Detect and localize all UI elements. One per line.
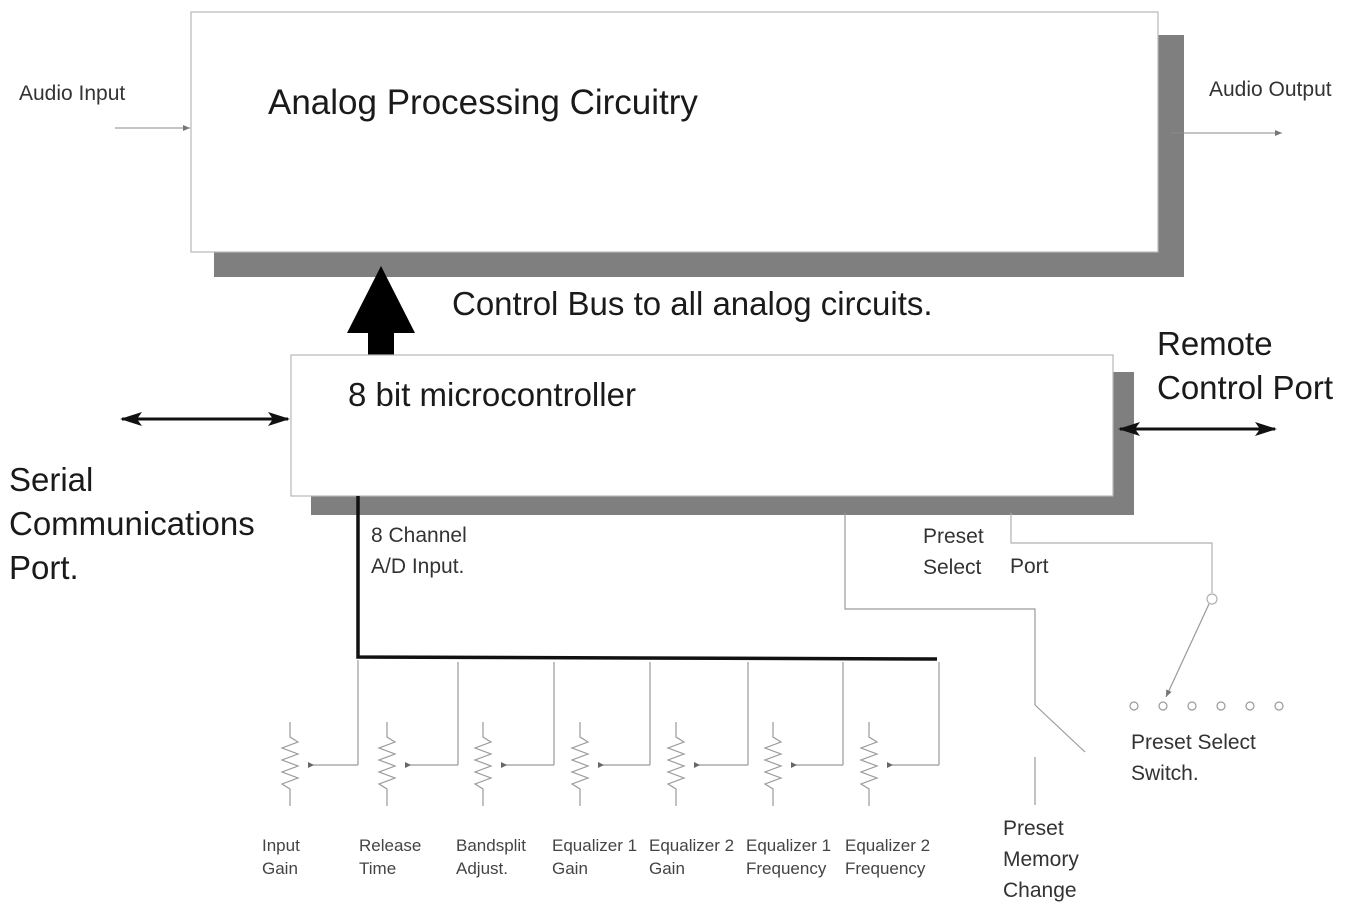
preset-contact-3 <box>1187 701 1197 711</box>
preset-memory-line-3: Change <box>1003 879 1077 902</box>
control-label-line: Frequency <box>845 859 926 878</box>
potentiometer-group <box>280 660 940 806</box>
analog-block <box>190 11 1159 253</box>
preset-memory-line-1: Preset <box>1003 817 1064 840</box>
preset-select-line-1: Preset <box>923 525 984 548</box>
preset-contact-2 <box>1158 701 1168 711</box>
control-bus-arrow <box>347 266 415 355</box>
preset-contact-1 <box>1129 701 1139 711</box>
serial-port-line-1: Serial <box>9 461 94 498</box>
remote-port-line-1: Remote <box>1157 325 1273 362</box>
control-label-line: Gain <box>552 859 588 878</box>
serial-port-line-3: Port. <box>9 549 79 586</box>
control-bus-label: Control Bus to all analog circuits. <box>452 285 933 322</box>
preset-contact-5 <box>1245 701 1255 711</box>
ad-input-bus <box>356 496 938 661</box>
pot-wiper-arrow <box>598 762 604 768</box>
preset-switch-pivot <box>1206 593 1218 605</box>
control-label-line: Frequency <box>746 859 827 878</box>
control-label-4: Equalizer 1 Gain <box>552 834 637 880</box>
preset-memory-switch <box>1034 704 1086 753</box>
potentiometer-1 <box>280 660 359 806</box>
control-label-line: Gain <box>262 859 298 878</box>
micro-block-title: 8 bit microcontroller <box>348 376 636 413</box>
resistor-zigzag <box>377 722 397 806</box>
control-label-line: Bandsplit <box>456 836 526 855</box>
preset-memory-wire <box>844 513 1036 705</box>
pot-wiper-arrow <box>405 762 411 768</box>
pot-wiper-arrow <box>791 762 797 768</box>
preset-select-line-2: Select <box>923 556 982 579</box>
ad-input-line-2: A/D Input. <box>371 555 465 578</box>
analog-block-title: Analog Processing Circuitry <box>268 83 698 122</box>
ad-input-label: 8 Channel A/D Input. <box>371 520 467 582</box>
audio-output-label: Audio Output <box>1209 78 1332 101</box>
pot-wiper-arrow <box>308 762 314 768</box>
control-label-line: Release <box>359 836 422 855</box>
resistor-zigzag <box>666 722 686 806</box>
audio-input-label: Audio Input <box>19 82 126 105</box>
control-label-line: Equalizer 2 <box>649 836 735 855</box>
preset-switch-wiper <box>1165 603 1210 698</box>
potentiometer-3 <box>473 662 555 806</box>
control-label-5: Equalizer 2 Gain <box>649 834 734 880</box>
preset-contact-4 <box>1216 701 1226 711</box>
control-label-6: Equalizer 1 Frequency <box>746 834 831 880</box>
control-label-line: Gain <box>649 859 685 878</box>
preset-memory-line-2: Memory <box>1003 848 1079 871</box>
potentiometer-6 <box>763 662 844 806</box>
control-label-7: Equalizer 2 Frequency <box>845 834 930 880</box>
pot-wiper-arrow <box>694 762 700 768</box>
serial-port-line-2: Communications <box>9 505 255 542</box>
preset-select-label: Preset Select <box>923 521 984 583</box>
control-label-line: Time <box>359 859 397 878</box>
control-label-line: Input <box>262 836 300 855</box>
preset-switch-line-2: Switch. <box>1131 762 1199 785</box>
micro-block <box>290 354 1114 497</box>
remote-port-line-2: Control Port <box>1157 369 1334 406</box>
preset-contact-6 <box>1274 701 1284 711</box>
resistor-zigzag <box>280 722 300 806</box>
resistor-zigzag <box>859 722 879 806</box>
preset-switch-contacts <box>1129 701 1284 711</box>
preset-switch-line-1: Preset Select <box>1131 731 1256 754</box>
control-label-line: Adjust. <box>456 859 508 878</box>
resistor-zigzag <box>473 722 493 806</box>
potentiometer-2 <box>377 662 459 806</box>
preset-port-label: Port <box>1010 555 1049 578</box>
resistor-zigzag <box>570 722 590 806</box>
serial-port-label: Serial Communications Port. <box>9 458 255 590</box>
potentiometer-5 <box>666 662 749 806</box>
control-label-line: Equalizer 1 <box>552 836 638 855</box>
control-label-line: Equalizer 1 <box>746 836 832 855</box>
potentiometer-4 <box>570 662 651 806</box>
preset-select-wire <box>1010 513 1213 593</box>
pot-wiper-arrow <box>887 762 893 768</box>
remote-port-label: Remote Control Port <box>1157 322 1333 410</box>
resistor-zigzag <box>763 722 783 806</box>
ad-input-line-1: 8 Channel <box>371 524 467 547</box>
preset-memory-label: Preset Memory Change <box>1003 813 1079 906</box>
control-label-line: Equalizer 2 <box>845 836 931 855</box>
pot-wiper-arrow <box>501 762 507 768</box>
preset-switch-label: Preset Select Switch. <box>1131 727 1256 789</box>
potentiometer-7 <box>859 662 940 806</box>
